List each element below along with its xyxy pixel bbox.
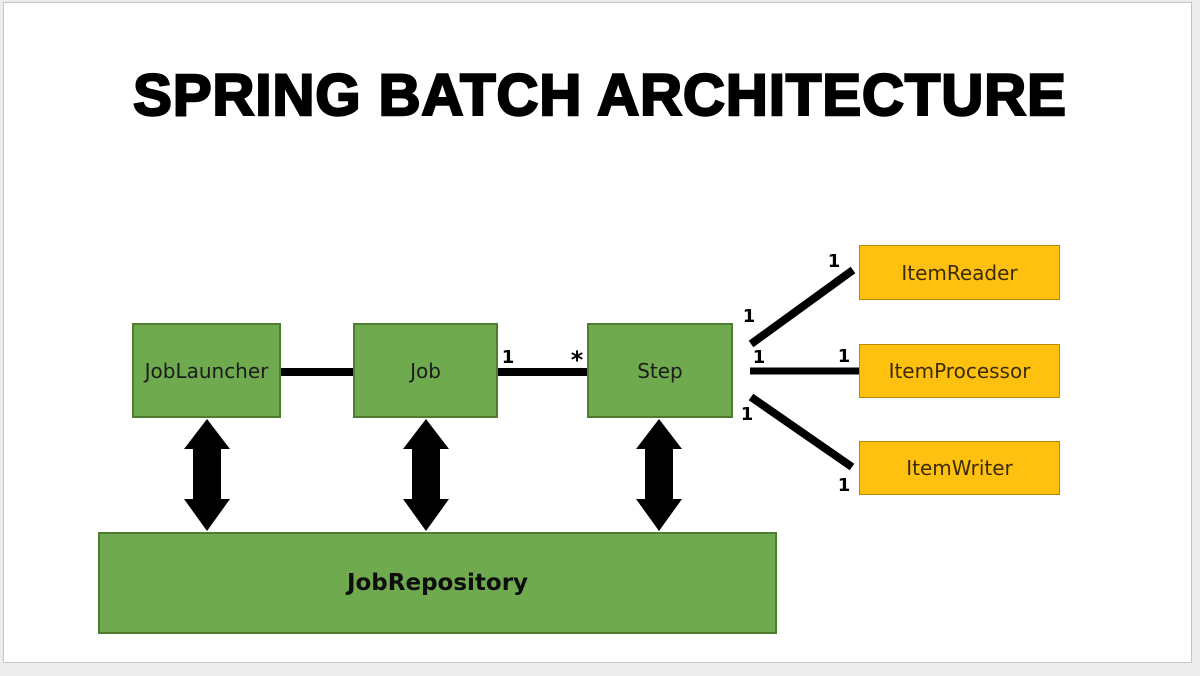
node-itemprocessor: ItemProcessor bbox=[859, 344, 1060, 398]
diagram-title: SPRING BATCH ARCHITECTURE bbox=[132, 62, 1067, 129]
multiplicity-job-step-source: 1 bbox=[501, 347, 515, 368]
node-itemreader-label: ItemReader bbox=[901, 260, 1018, 285]
multiplicity-job-step-target: * bbox=[570, 346, 584, 374]
node-jobrepository: JobRepository bbox=[98, 532, 777, 634]
multiplicity-step-itemreader-source: 1 bbox=[742, 306, 756, 327]
multiplicity-step-itemprocessor-source: 1 bbox=[752, 347, 766, 368]
node-joblauncher: JobLauncher bbox=[132, 323, 281, 418]
node-step-label: Step bbox=[637, 358, 683, 383]
node-itemwriter-label: ItemWriter bbox=[906, 456, 1013, 480]
multiplicity-step-itemwriter-target: 1 bbox=[837, 475, 851, 496]
node-job-label: Job bbox=[410, 358, 441, 383]
node-jobrepository-label: JobRepository bbox=[346, 570, 529, 596]
multiplicity-step-itemprocessor-target: 1 bbox=[837, 346, 851, 367]
multiplicity-step-itemwriter-source: 1 bbox=[740, 404, 754, 425]
node-itemprocessor-label: ItemProcessor bbox=[888, 359, 1031, 383]
node-job: Job bbox=[353, 323, 498, 418]
node-itemwriter: ItemWriter bbox=[859, 441, 1060, 495]
node-step: Step bbox=[587, 323, 733, 418]
multiplicity-step-itemreader-target: 1 bbox=[827, 251, 841, 272]
node-itemreader: ItemReader bbox=[859, 245, 1060, 300]
node-joblauncher-label: JobLauncher bbox=[144, 358, 269, 383]
